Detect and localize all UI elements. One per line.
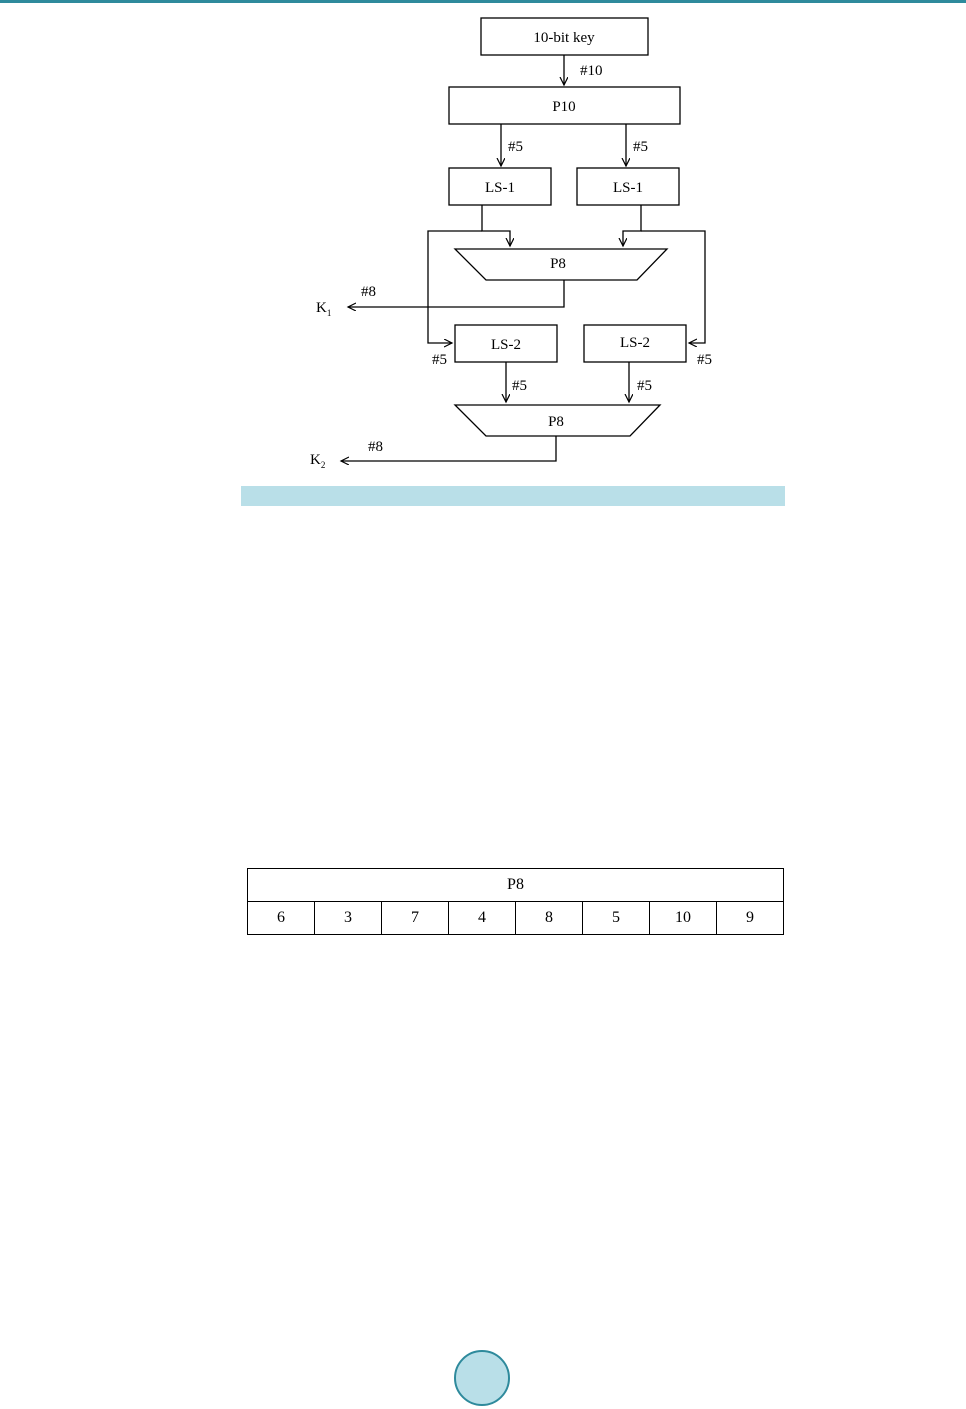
page-number-badge [454,1350,510,1406]
label-5-e: #5 [512,378,527,394]
label-5-f: #5 [637,378,652,394]
label-10: #10 [580,63,603,79]
ls1-right-label: LS-1 [613,180,643,196]
arrow-p8-to-k2 [341,436,557,461]
label-5-d: #5 [697,352,712,368]
label-5-a: #5 [508,139,523,155]
p10-box-label: P10 [552,99,575,115]
key-box-label: 10-bit key [533,30,595,46]
ls1-right-box [576,167,680,206]
arrow-ls1-right-to-p8 [623,205,642,246]
ls2-left-label: LS-2 [491,337,521,353]
k1-label: K1 [316,300,331,318]
p8-cell: 3 [314,901,382,935]
sdes-key-generation-diagram: 10-bit key #10 P10 #5 #5 LS-1 LS-1 P8 #8… [310,17,712,470]
ls2-right-label: LS-2 [620,335,650,351]
label-8-k2: #8 [368,439,383,455]
p8-top-trapezoid [453,248,669,281]
p8-table-values-row: 6 3 7 4 8 5 10 9 [247,901,784,935]
p8-bottom-label: P8 [548,414,564,430]
p8-top-label: P8 [550,256,566,272]
figure-caption-bar [241,486,785,506]
label-8-k1: #8 [361,284,376,300]
ls1-left-box [448,167,552,206]
p8-cell: 9 [716,901,784,935]
p8-cell: 4 [448,901,516,935]
label-5-b: #5 [633,139,648,155]
arrow-bypass-to-ls2-right [641,230,706,343]
arrow-p8-to-k1 [348,280,565,307]
p8-cell: 10 [649,901,717,935]
p8-table: P8 6 3 7 4 8 5 10 9 [247,868,784,935]
p10-box [448,86,681,125]
p8-cell: 8 [515,901,583,935]
p8-table-header: P8 [247,868,784,902]
p8-cell: 5 [582,901,650,935]
p8-cell: 6 [247,901,315,935]
k2-label: K2 [310,452,325,470]
label-5-c: #5 [432,352,447,368]
p8-table-header-row: P8 [247,868,784,902]
p8-cell: 7 [381,901,449,935]
ls2-right-box [583,324,687,363]
p8-bottom-trapezoid [453,404,662,437]
arrow-ls1-left-to-p8 [481,205,510,246]
ls1-left-label: LS-1 [485,180,515,196]
arrow-bypass-to-ls2-left [427,230,482,343]
top-rule [0,0,966,3]
